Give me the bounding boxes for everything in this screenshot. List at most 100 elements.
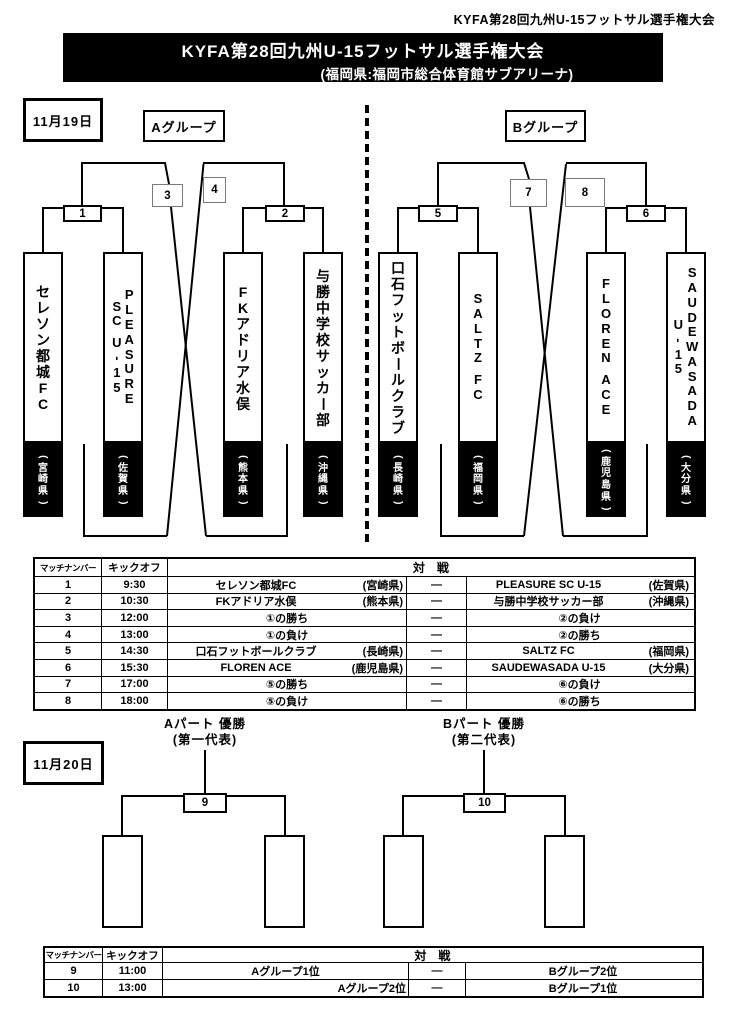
cell-versus-dash: — xyxy=(406,643,466,659)
finalist-slot xyxy=(102,835,143,928)
cell-home-team: 口石フットボールクラブ (長崎県) xyxy=(167,643,406,659)
cell-home-team: セレソン都城FC (宮崎県) xyxy=(167,577,406,593)
header-match-number: マッチナンバー xyxy=(39,562,97,573)
team-prefecture: (宮崎県) xyxy=(23,443,63,517)
home-prefecture: (宮崎県) xyxy=(362,579,403,592)
cell-kickoff: 13:00 xyxy=(102,980,162,996)
match-number-box: 6 xyxy=(626,205,666,222)
team-prefecture: (佐賀県) xyxy=(103,443,143,517)
home-prefecture: (長崎県) xyxy=(362,646,403,659)
cell-match-number: 3 xyxy=(64,611,72,624)
match-number-box: 2 xyxy=(265,205,305,222)
cell-versus-dash: — xyxy=(406,659,466,676)
away-team-name: ⑥の負け xyxy=(558,679,601,692)
away-prefecture: (沖縄県) xyxy=(648,596,689,609)
match-number-box: 7 xyxy=(510,179,547,207)
cell-versus-dash: — xyxy=(408,963,465,979)
away-team-name: ⑥の勝ち xyxy=(558,695,601,708)
cell-away-team: ⑥の負け xyxy=(466,676,692,693)
match-number-box: 4 xyxy=(203,177,226,203)
schedule-header-row: マッチナンバーキックオフ対 戦 xyxy=(35,559,694,576)
cell-versus-dash: — xyxy=(408,980,465,996)
prefecture-column: (大分県) xyxy=(680,455,692,505)
away-team-name: Bグループ1位 xyxy=(548,983,618,995)
final-a-subtitle: (第一代表) xyxy=(172,733,238,747)
cell-kickoff: 15:30 xyxy=(101,659,167,676)
cell-home-team: ①の負け xyxy=(167,626,406,643)
cell-home-team: ⑤の勝ち xyxy=(167,676,406,693)
home-team-name: 口石フットボールクラブ xyxy=(195,646,317,659)
final-b-subtitle: (第二代表) xyxy=(451,733,517,747)
home-team-name: セレソン都城FC xyxy=(215,579,297,592)
cell-match-number: 7 xyxy=(64,678,72,691)
team-name-column: 口石フットボールクラブ xyxy=(390,259,406,436)
team-name: 口石フットボールクラブ xyxy=(378,252,418,443)
cell-kickoff: 13:00 xyxy=(101,626,167,643)
corner-title: KYFA第28回九州U-15フットサル選手権大会 xyxy=(453,13,715,27)
cell-home-team: Aグループ1位 xyxy=(162,963,408,979)
cell-home-team: Aグループ2位 xyxy=(162,980,408,996)
team-name-column: 与勝中学校サッカー部 xyxy=(315,267,331,428)
team-prefecture: (鹿児島県) xyxy=(586,443,626,517)
cell-versus-dash: — xyxy=(406,626,466,643)
home-team-name: ①の勝ち xyxy=(265,612,309,625)
cell-kickoff: 10:30 xyxy=(101,593,167,610)
cell-away-team: ②の負け xyxy=(466,610,692,626)
away-team-name: 与勝中学校サッカー部 xyxy=(493,596,604,609)
cell-kickoff: 14:30 xyxy=(101,643,167,659)
match-number-box: 10 xyxy=(463,793,506,813)
cell-match-number: 10 xyxy=(67,982,80,994)
team-prefecture: (福岡県) xyxy=(458,443,498,517)
header-kickoff: キックオフ xyxy=(100,559,167,576)
cell-away-team: PLEASURE SC U-15(佐賀県) xyxy=(466,577,692,593)
cell-versus-dash: — xyxy=(406,610,466,626)
cell-home-team: FLOREN ACE(鹿児島県) xyxy=(167,659,406,676)
match-number-box: 3 xyxy=(152,184,183,207)
home-team-name: ⑤の勝ち xyxy=(265,679,309,692)
home-prefecture: (熊本県) xyxy=(362,596,403,609)
cell-kickoff: 18:00 xyxy=(101,693,167,709)
match-number-box: 5 xyxy=(418,205,458,222)
prefecture-column: (福岡県) xyxy=(472,455,484,505)
date-box-day2: 11月20日 xyxy=(23,741,104,785)
date-box-day1: 11月19日 xyxy=(23,98,103,142)
team-prefecture: (熊本県) xyxy=(223,443,263,517)
final-a-title-line: Aパート 優勝 xyxy=(163,717,246,731)
cell-match-number: 6 xyxy=(64,661,72,674)
cell-versus-dash: — xyxy=(406,693,466,709)
team-prefecture: (長崎県) xyxy=(378,443,418,517)
cell-home-team: ①の勝ち xyxy=(167,610,406,626)
group-b-label: Bグループ xyxy=(505,110,586,142)
cell-away-team: ⑥の勝ち xyxy=(466,693,692,709)
cell-kickoff: 9:30 xyxy=(101,577,167,593)
cell-away-team: ②の勝ち xyxy=(466,626,692,643)
cell-match-number: 2 xyxy=(64,595,72,608)
prefecture-column: (佐賀県) xyxy=(117,455,129,505)
home-prefecture: (鹿児島県) xyxy=(351,662,403,675)
cell-away-team: Bグループ1位 xyxy=(465,980,700,996)
schedule-header-row: マッチナンバーキックオフ対 戦 xyxy=(45,948,702,962)
final-b-title-line: Bパート 優勝 xyxy=(442,717,525,731)
cell-kickoff: 17:00 xyxy=(101,676,167,693)
team-box: 口石フットボールクラブ (長崎県) xyxy=(378,252,418,517)
team-prefecture: (沖縄県) xyxy=(303,443,343,517)
schedule-row: 7 17:00 ⑤の勝ち — ⑥の負け xyxy=(35,675,694,693)
cell-away-team: SAUDEWASADA U-15(大分県) xyxy=(466,659,692,676)
cell-kickoff: 11:00 xyxy=(102,963,162,979)
home-team-name: Aグループ2位 xyxy=(337,983,406,995)
cell-versus-dash: — xyxy=(406,676,466,693)
away-prefecture: (大分県) xyxy=(648,662,689,675)
